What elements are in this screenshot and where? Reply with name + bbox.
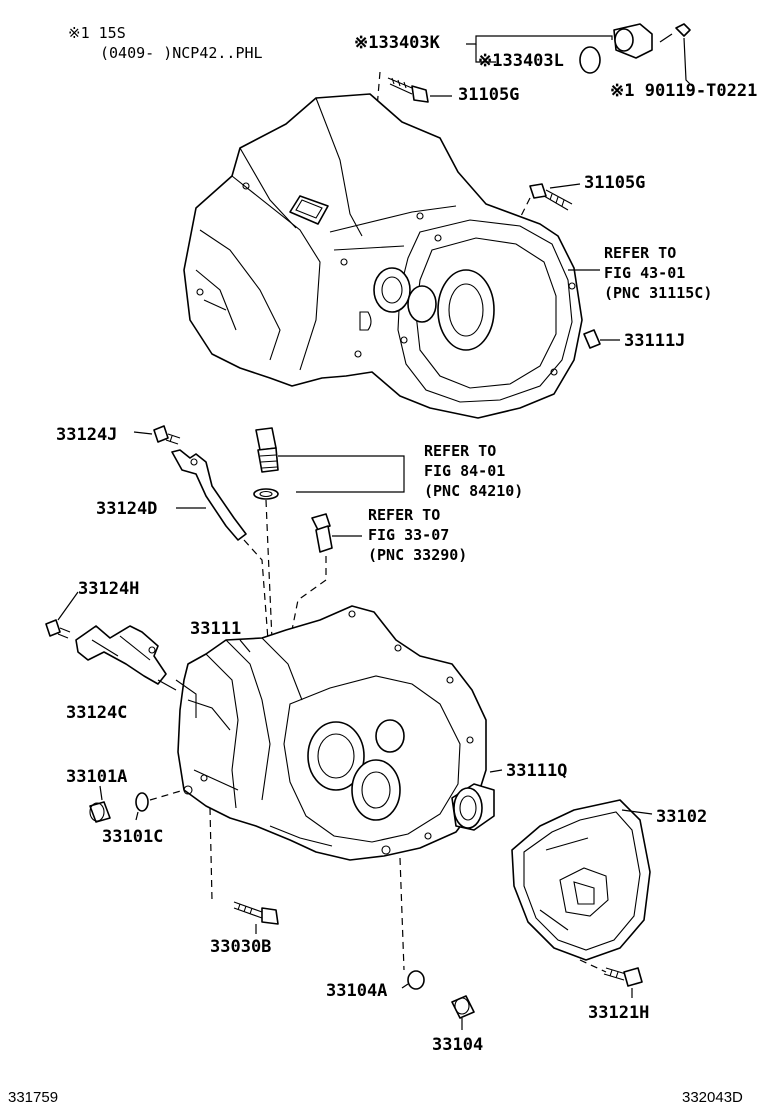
ref3-line1: REFER TO bbox=[368, 506, 440, 524]
bolt-31105G-top bbox=[375, 71, 452, 121]
label-33124H: 33124H bbox=[78, 579, 139, 599]
leader-33403K bbox=[466, 35, 613, 45]
sleeve-33403K bbox=[613, 23, 653, 59]
clutch-housing-upper bbox=[183, 93, 583, 419]
leader-33111 bbox=[239, 639, 251, 653]
label-33124J: 33124J bbox=[56, 425, 117, 445]
bolt-33124H bbox=[45, 591, 79, 639]
header-note-line1: ※1 15S bbox=[68, 24, 126, 42]
label-33111Q: 33111Q bbox=[506, 761, 567, 781]
plug-33101A bbox=[89, 785, 111, 823]
bolt-33124J bbox=[133, 425, 181, 445]
header-note-line2: (0409- )NCP42..PHL bbox=[100, 44, 263, 62]
label-90119: ※1 90119-T0221 bbox=[610, 81, 757, 101]
label-33124C: 33124C bbox=[66, 703, 127, 723]
bolt-31105G-mid bbox=[519, 183, 581, 219]
label-33121H: 33121H bbox=[588, 1003, 649, 1023]
bolt-33121H bbox=[579, 959, 643, 998]
gasket-33104A bbox=[399, 857, 425, 990]
bolt-33030B bbox=[209, 807, 279, 934]
plug-33104 bbox=[451, 995, 475, 1030]
screw-90119 bbox=[659, 23, 693, 87]
leader-33403L bbox=[475, 44, 496, 63]
bracket-33124D bbox=[171, 449, 269, 641]
label-33030B: 33030B bbox=[210, 937, 271, 957]
label-33111J: 33111J bbox=[624, 331, 685, 351]
oil-seal-33111Q bbox=[451, 769, 503, 831]
label-33124D: 33124D bbox=[96, 499, 157, 519]
label-33101C: 33101C bbox=[102, 827, 163, 847]
plug-33290 bbox=[289, 513, 362, 641]
gasket-33101C bbox=[135, 789, 185, 821]
ref2-line3: (PNC 84210) bbox=[424, 482, 523, 500]
footer-right-code: 332043D bbox=[682, 1089, 743, 1106]
label-33101A: 33101A bbox=[66, 767, 127, 787]
ref3-line2: FIG 33-07 bbox=[368, 526, 449, 544]
label-33403L: ※133403L bbox=[478, 51, 564, 71]
transaxle-case-lower bbox=[175, 605, 487, 861]
o-ring-33403L bbox=[579, 46, 601, 74]
bracket-33124C bbox=[75, 625, 177, 691]
sensor-switch bbox=[253, 427, 405, 641]
label-33403K: ※133403K bbox=[354, 33, 441, 53]
ref3-line3: (PNC 33290) bbox=[368, 546, 467, 564]
ref1-line1: REFER TO bbox=[604, 244, 676, 262]
label-31105G-mid: 31105G bbox=[584, 173, 645, 193]
label-33111: 33111 bbox=[190, 619, 241, 639]
ref1-line3: (PNC 31115C) bbox=[604, 284, 712, 302]
label-31105G-top: 31105G bbox=[458, 85, 519, 105]
label-33104A: 33104A bbox=[326, 981, 387, 1001]
label-33104: 33104 bbox=[432, 1035, 483, 1055]
footer-left-code: 331759 bbox=[8, 1089, 58, 1106]
pin-33111J bbox=[583, 329, 620, 349]
ref2-line2: FIG 84-01 bbox=[424, 462, 505, 480]
ref1-line2: FIG 43-01 bbox=[604, 264, 685, 282]
label-33102: 33102 bbox=[656, 807, 707, 827]
ref2-line1: REFER TO bbox=[424, 442, 496, 460]
case-cover-33102 bbox=[511, 799, 653, 961]
